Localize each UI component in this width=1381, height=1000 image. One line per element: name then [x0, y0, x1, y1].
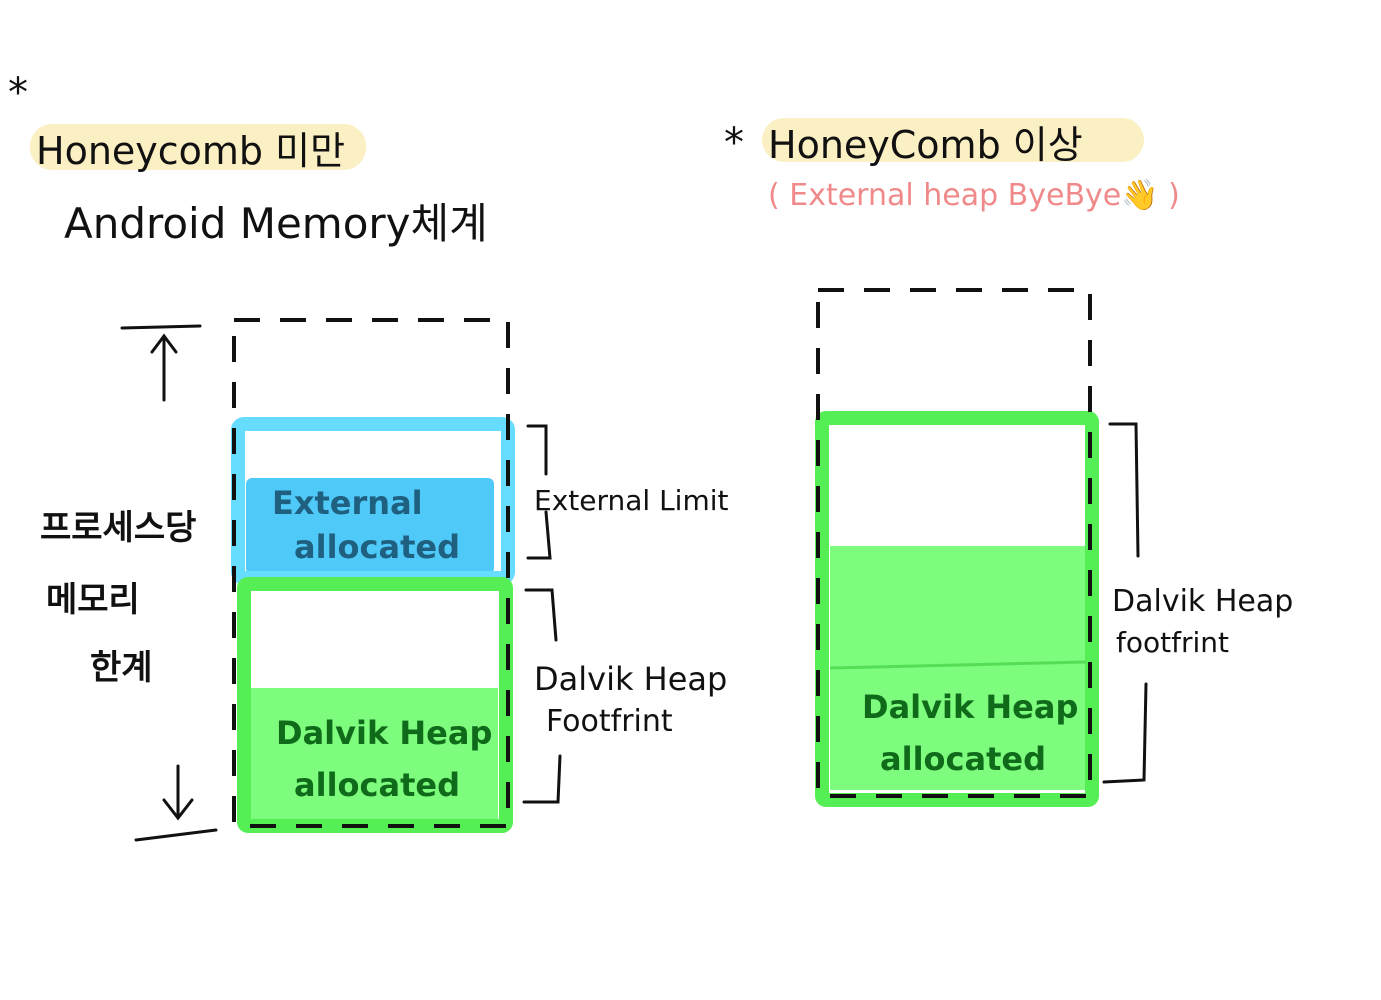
- right-dalvik-footprint-bracket: [1108, 422, 1140, 558]
- left-dalvik-footprint-line-1: Dalvik Heap: [534, 660, 728, 698]
- right-dalvik-region: [815, 411, 1099, 807]
- left-external-limit-bracket: [526, 424, 548, 476]
- right-title: HoneyComb 이상: [768, 123, 1083, 167]
- right-dalvik-footprint-line-1: Dalvik Heap: [1112, 584, 1294, 619]
- left-dalvik-block-line-2: allocated: [294, 766, 460, 804]
- left-external-allocated-fill: [246, 478, 494, 574]
- right-dalvik-block-line-1: Dalvik Heap: [862, 688, 1079, 726]
- left-dalvik-block-line-1: Dalvik Heap: [276, 714, 493, 752]
- left-process-limit-box: [232, 318, 510, 828]
- left-dalvik-footprint-bracket: [524, 588, 558, 642]
- left-external-block-line-2: allocated: [294, 528, 460, 566]
- left-external-limit-label: External Limit: [534, 484, 729, 517]
- left-external-block-line-1: External: [272, 484, 423, 522]
- left-title-highlight: [30, 124, 366, 170]
- right-process-limit-box: [816, 288, 1092, 798]
- left-title-star: *: [8, 70, 28, 116]
- right-subtitle: ( External heap ByeBye👋 ): [768, 178, 1180, 213]
- right-title-star: *: [724, 120, 744, 166]
- right-dalvik-footprint-line-2: footfrint: [1116, 626, 1229, 659]
- left-side-label-line-1: 프로세스당: [40, 508, 197, 548]
- left-dalvik-allocated-fill: [248, 688, 498, 822]
- left-title: Honeycomb 미만: [36, 129, 346, 173]
- left-subtitle: Android Memory체계: [64, 199, 488, 248]
- left-range-arrow: [120, 324, 218, 842]
- left-dalvik-footprint-line-2: Footfrint: [546, 704, 673, 739]
- right-dalvik-block-line-2: allocated: [880, 740, 1046, 778]
- left-side-label-line-2: 메모리: [46, 580, 140, 620]
- right-title-highlight: [762, 118, 1144, 162]
- left-side-label-line-3: 한계: [90, 648, 153, 688]
